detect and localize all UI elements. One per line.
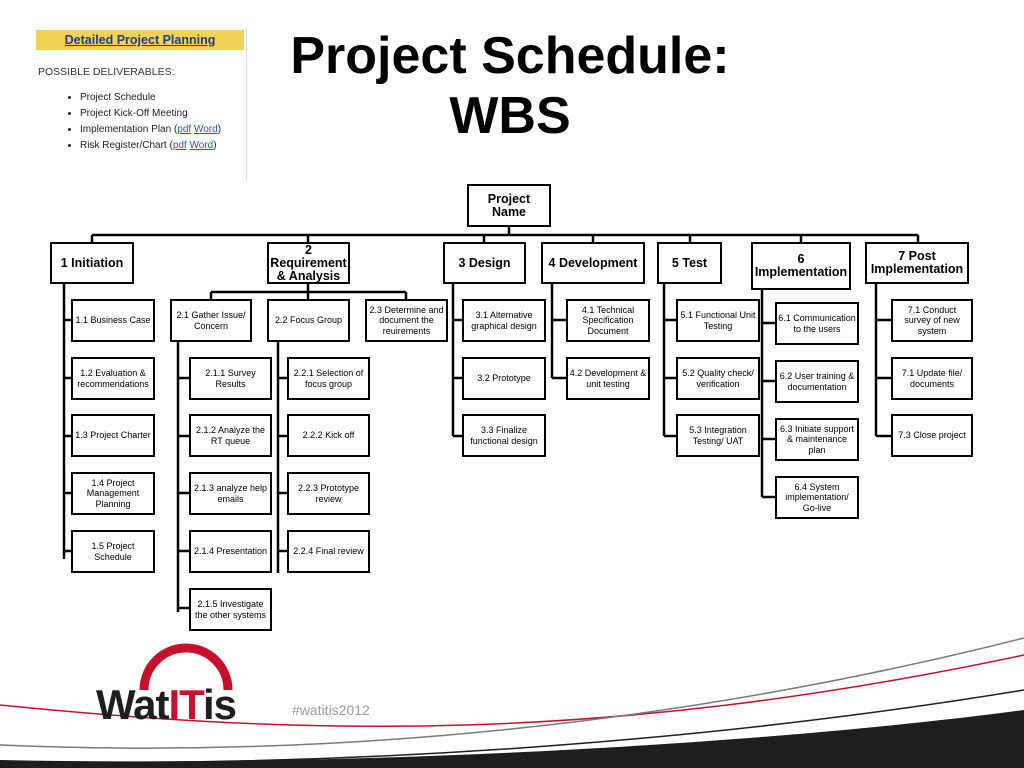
phase-requirement-analysis: 2 Requirement & Analysis xyxy=(267,242,350,284)
phase-initiation: 1 Initiation xyxy=(50,242,134,284)
wbs-task-1-5: 1.5 Project Schedule xyxy=(71,530,155,573)
word-link[interactable]: Word xyxy=(193,124,218,135)
phase-post-implementation: 7 Post Implementation xyxy=(865,242,969,284)
page-title: Project Schedule: WBS xyxy=(240,26,780,146)
wbs-task-2-1-4: 2.1.4 Presentation xyxy=(189,530,272,573)
wbs-task-7-3: 7.3 Close project xyxy=(891,414,973,457)
wbs-task-2-1-3: 2.1.3 analyze help emails xyxy=(189,472,272,515)
wbs-task-2-1-1: 2.1.1 Survey Results xyxy=(189,357,272,400)
hashtag-text: #watitis2012 xyxy=(292,702,370,718)
pdf-link[interactable]: pdf xyxy=(177,124,192,135)
word-link[interactable]: Word xyxy=(189,140,214,151)
wbs-task-5-2: 5.2 Quality check/ verification xyxy=(676,357,760,400)
wbs-task-2-3: 2.3 Determine and document the reuiremen… xyxy=(365,299,448,342)
phase-development: 4 Development xyxy=(541,242,645,284)
watitis-logo: WatITis xyxy=(96,681,237,728)
phase-implementation: 6 Implementation xyxy=(751,242,851,290)
title-line-1: Project Schedule: xyxy=(290,27,730,85)
wbs-task-5-1: 5.1 Functional Unit Testing xyxy=(676,299,760,342)
list-item: Project Schedule xyxy=(80,92,221,104)
wbs-task-7-1: 7.1 Conduct survey of new system xyxy=(891,299,973,342)
wbs-task-6-2: 6.2 User training & documentation xyxy=(775,360,859,403)
wbs-task-4-2: 4.2 Development & unit testing xyxy=(566,357,650,400)
deliverables-list: Project Schedule Project Kick-Off Meetin… xyxy=(60,92,221,156)
deliverables-subheader: POSSIBLE DELIVERABLES: xyxy=(38,66,175,78)
wbs-task-3-3: 3.3 Finalize functional design xyxy=(462,414,546,457)
deliverables-panel: Detailed Project Planning POSSIBLE DELIV… xyxy=(36,28,247,180)
wbs-task-3-1: 3.1 Alternative graphical design xyxy=(462,299,546,342)
wbs-task-1-3: 1.3 Project Charter xyxy=(71,414,155,457)
wbs-task-1-2: 1.2 Evaluation & recommendations xyxy=(71,357,155,400)
wbs-task-3-2: 3.2 Prototype xyxy=(462,357,546,400)
wbs-task-2-2: 2.2 Focus Group xyxy=(267,299,350,342)
wbs-task-2-2-3: 2.2.3 Prototype review xyxy=(287,472,370,515)
wbs-task-2-2-2: 2.2.2 Kick off xyxy=(287,414,370,457)
pdf-link[interactable]: pdf xyxy=(172,140,187,151)
wbs-task-1-4: 1.4 Project Management Planning xyxy=(71,472,155,515)
wbs-task-4-1: 4.1 Technical Specification Document xyxy=(566,299,650,342)
wbs-task-2-2-4: 2.2.4 Final review xyxy=(287,530,370,573)
wbs-task-2-1-5: 2.1.5 Investigate the other systems xyxy=(189,588,272,631)
deliverables-header: Detailed Project Planning xyxy=(36,30,244,50)
wbs-root-node: Project Name xyxy=(467,184,551,227)
list-item: Project Kick-Off Meeting xyxy=(80,108,221,120)
wbs-task-6-3: 6.3 Initiate support & maintenance plan xyxy=(775,418,859,461)
wbs-task-2-1: 2.1 Gather Issue/ Concern xyxy=(170,299,252,342)
wbs-task-2-1-2: 2.1.2 Analyze the RT queue xyxy=(189,414,272,457)
wbs-task-5-3: 5.3 Integration Testing/ UAT xyxy=(676,414,760,457)
list-item: Risk Register/Chart (pdf Word) xyxy=(80,140,221,152)
wbs-task-7-2: 7.1 Update file/ documents xyxy=(891,357,973,400)
wbs-task-6-4: 6.4 System implementation/ Go-live xyxy=(775,476,859,519)
phase-design: 3 Design xyxy=(443,242,526,284)
wbs-task-6-1: 6.1 Communication to the users xyxy=(775,302,859,345)
title-line-2: WBS xyxy=(449,87,571,145)
phase-test: 5 Test xyxy=(657,242,722,284)
wbs-task-2-2-1: 2.2.1 Selection of focus group xyxy=(287,357,370,400)
list-item: Implementation Plan (pdf Word) xyxy=(80,124,221,136)
watitis-logo-arc xyxy=(139,643,233,691)
wbs-task-1-1: 1.1 Business Case xyxy=(71,299,155,342)
